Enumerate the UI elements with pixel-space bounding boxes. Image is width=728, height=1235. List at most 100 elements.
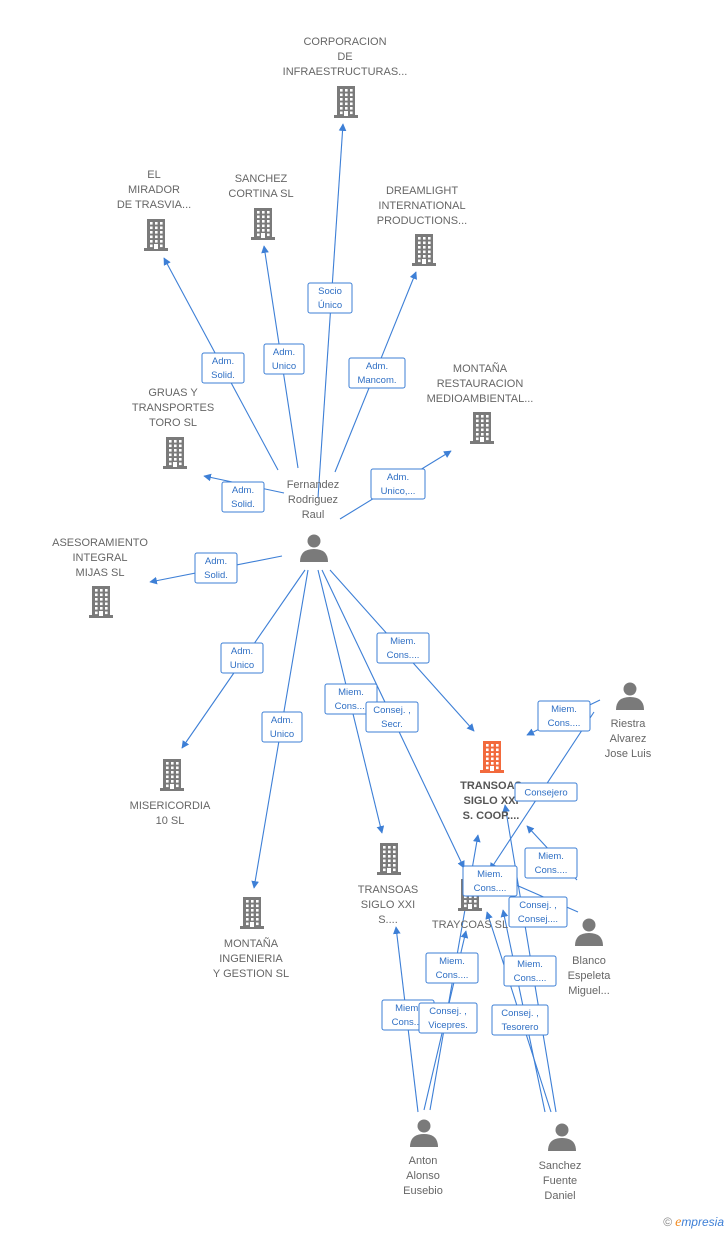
node-label-line: Espeleta <box>568 970 612 982</box>
node-mirador[interactable]: EL MIRADOR DE TRASVIA... <box>117 169 191 251</box>
role-label-text: Unico <box>230 660 254 671</box>
edge-role-label[interactable]: Consej. ,Tesorero <box>491 1004 549 1036</box>
node-label-line: EL <box>147 169 160 181</box>
edge-role-label[interactable]: Miem.Cons.... <box>425 952 479 984</box>
edge-role-label[interactable]: Adm.Solid. <box>221 481 265 513</box>
node-label-line: Alvarez <box>610 733 647 745</box>
node-label-line: TORO SL <box>149 417 197 429</box>
role-label-box <box>418 1002 478 1034</box>
role-label-text: Miem. <box>439 956 465 967</box>
node-misericordia[interactable]: MISERICORDIA 10 SL <box>130 759 211 827</box>
edge-role-label[interactable]: Miem.Cons.... <box>524 847 578 879</box>
role-label-text: Secr. <box>381 719 403 730</box>
node-label-line: SANCHEZ <box>235 173 288 185</box>
node-label-line: SIGLO XXI <box>361 899 415 911</box>
role-label-text: Solid. <box>211 370 235 381</box>
role-label-box <box>524 847 578 879</box>
edge-role-label[interactable]: Consej. ,Secr. <box>365 701 419 733</box>
person-icon <box>410 1119 438 1147</box>
node-label-line: DE <box>337 51 352 63</box>
edge-role-label[interactable]: Adm.Unico <box>263 343 305 375</box>
role-label-text: Miem. <box>390 636 416 647</box>
edge-role-label[interactable]: Adm.Mancom. <box>348 357 406 389</box>
role-label-text: Miem. <box>517 959 543 970</box>
edge-role-label[interactable]: Consejero <box>514 782 578 802</box>
node-blanco[interactable]: BlancoEspeletaMiguel... <box>568 918 612 998</box>
node-label-line: Miguel... <box>568 985 610 997</box>
edge-role-label[interactable]: Miem.Cons.... <box>462 865 518 897</box>
edge-role-label[interactable]: Adm.Unico,... <box>370 468 426 500</box>
role-label-text: Cons.... <box>548 718 581 729</box>
node-label-line: Eusebio <box>403 1185 443 1197</box>
nodes-layer: CORPORACIONDEINFRAESTRUCTURAS...ELMIRADO… <box>52 36 652 1202</box>
edge-role-label[interactable]: Consej. ,Consej.... <box>508 896 568 928</box>
node-corporacion[interactable]: CORPORACIONDEINFRAESTRUCTURAS... <box>283 36 408 118</box>
role-label-box <box>324 683 378 715</box>
role-label-text: Adm. <box>231 646 253 657</box>
node-label-line: RESTAURACION <box>437 378 524 390</box>
role-label-text: Adm. <box>232 485 254 496</box>
empresia-logo[interactable]: ©empresia <box>663 1215 724 1231</box>
role-label-text: Vicepres. <box>428 1020 467 1031</box>
role-label-text: Cons.... <box>514 973 547 984</box>
node-label-line: MEDIOAMBIENTAL... <box>427 393 534 405</box>
edge-role-label[interactable]: Consej. ,Vicepres. <box>418 1002 478 1034</box>
node-label-line: 10 SL <box>156 815 185 827</box>
role-label-text: Socio <box>318 286 342 297</box>
edge-role-label[interactable]: Adm.Solid. <box>194 552 238 584</box>
role-label-box <box>220 642 264 674</box>
building-icon <box>377 843 401 875</box>
node-label-line: TRANSOAS <box>460 780 522 792</box>
node-label-line: INTEGRAL <box>72 552 127 564</box>
role-label-text: Consej. , <box>501 1008 539 1019</box>
node-label-line: Raul <box>302 509 325 521</box>
node-label-line: CORPORACION <box>303 36 386 48</box>
edge-role-label[interactable]: Adm.Solid. <box>201 352 245 384</box>
node-label-line: TRAYCOAS SL <box>432 919 508 931</box>
node-label-line: Alonso <box>406 1170 440 1182</box>
edge-role-label[interactable]: Miem.Cons.... <box>324 683 378 715</box>
edge-role-label[interactable]: Miem.Cons.... <box>537 700 591 732</box>
copyright-symbol: © <box>663 1215 673 1229</box>
role-label-box <box>307 282 353 314</box>
edge-role-label[interactable]: Miem. Cons.... <box>503 955 557 987</box>
node-label-line: MONTAÑA <box>224 937 279 950</box>
person-icon <box>575 918 603 946</box>
node-dreamlight[interactable]: DREAMLIGHTINTERNATIONALPRODUCTIONS... <box>377 185 467 266</box>
role-label-text: Adm. <box>273 347 295 358</box>
node-label-line: Daniel <box>544 1190 575 1202</box>
node-label-line: MISERICORDIA <box>130 800 211 812</box>
node-label-line: PRODUCTIONS... <box>377 215 467 227</box>
node-label-line: DE TRASVIA... <box>117 199 191 211</box>
role-label-box <box>425 952 479 984</box>
node-label-line: Fernandez <box>287 479 340 491</box>
edge-role-label[interactable]: Adm. Unico <box>220 642 264 674</box>
building-icon <box>89 586 113 618</box>
role-label-box <box>263 343 305 375</box>
node-montana-rest[interactable]: MONTAÑARESTAURACIONMEDIOAMBIENTAL... <box>427 362 534 444</box>
person-icon <box>300 534 328 562</box>
node-label-line: Rodriguez <box>288 494 338 506</box>
role-label-text: Miem. <box>338 687 364 698</box>
role-label-text: Mancom. <box>357 375 396 386</box>
edge-role-label[interactable]: Miem.Cons.... <box>376 632 430 664</box>
node-label-line: MIRADOR <box>128 184 180 196</box>
role-label-box <box>261 711 303 743</box>
edge-role-label[interactable]: Adm.Unico <box>261 711 303 743</box>
role-label-text: Miem. <box>477 869 503 880</box>
node-label-line: Blanco <box>572 955 606 967</box>
role-label-text: Adm. <box>271 715 293 726</box>
role-label-box <box>221 481 265 513</box>
